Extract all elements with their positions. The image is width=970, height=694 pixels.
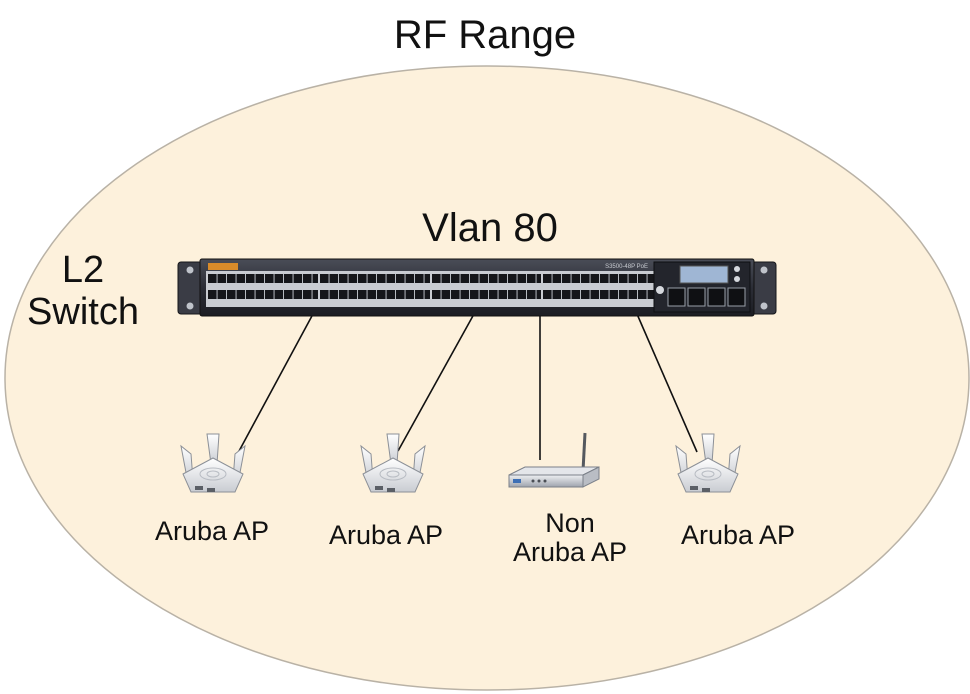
non-aruba-ap-label-line2: Aruba AP bbox=[512, 537, 628, 568]
non-aruba-ap-icon bbox=[508, 432, 600, 488]
aruba-ap-icon bbox=[360, 433, 426, 493]
diagram-title: RF Range bbox=[393, 13, 577, 57]
switch-label-line2: Switch bbox=[27, 290, 139, 333]
switch-label: L2 Switch bbox=[8, 249, 158, 334]
ap-label: Aruba AP bbox=[680, 520, 796, 550]
l2-switch bbox=[177, 258, 777, 317]
vlan-label: Vlan 80 bbox=[422, 206, 558, 250]
switch-lcd bbox=[679, 265, 729, 284]
connection-lines bbox=[237, 313, 698, 460]
switch-model-text: S3500-48P PoE bbox=[605, 264, 648, 270]
link-ap2 bbox=[397, 313, 475, 452]
rf-range-ellipse bbox=[4, 65, 970, 691]
non-aruba-ap-label: Non Aruba AP bbox=[470, 508, 670, 568]
switch-logo bbox=[208, 263, 238, 270]
switch-ports bbox=[206, 271, 657, 307]
switch-label-line1: L2 bbox=[61, 249, 105, 291]
aruba-ap-icon bbox=[675, 433, 741, 493]
aruba-ap-icon bbox=[180, 433, 246, 493]
non-aruba-ap-label-line1: Non bbox=[545, 508, 595, 538]
link-ap1 bbox=[237, 313, 314, 454]
ap-label: Aruba AP bbox=[328, 520, 444, 550]
ap-label: Aruba AP bbox=[154, 516, 270, 546]
link-ap4 bbox=[636, 313, 698, 453]
